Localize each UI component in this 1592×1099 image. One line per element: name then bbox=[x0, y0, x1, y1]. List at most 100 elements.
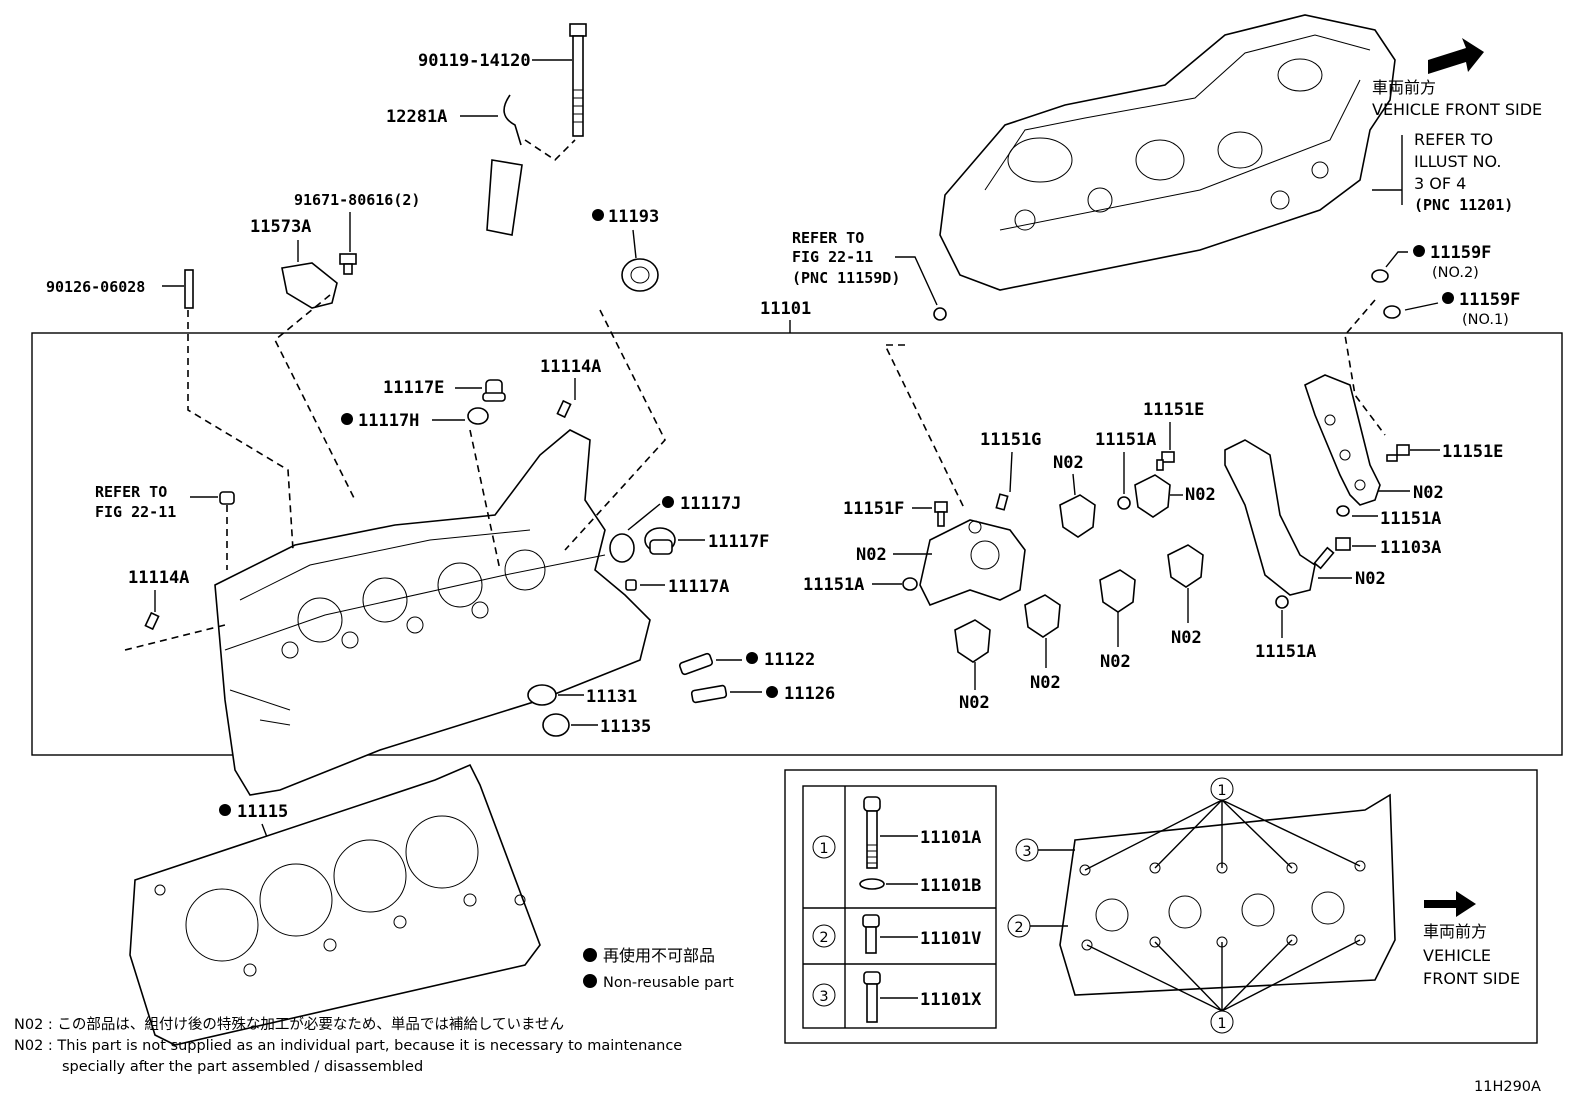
label-11135: 11135 bbox=[600, 717, 651, 737]
label-11151a-housing: 11151A bbox=[803, 575, 864, 595]
front-side-en: VEHICLE FRONT SIDE bbox=[1372, 100, 1542, 119]
guide-11126-icon bbox=[690, 684, 728, 704]
label-11101b: 11101B bbox=[920, 876, 981, 896]
inset-front-arrow-icon bbox=[1424, 891, 1476, 917]
plug-11131-icon bbox=[527, 684, 557, 706]
label-11117h: 11117H bbox=[358, 411, 419, 431]
label-11151e-b: 11151E bbox=[1442, 442, 1503, 462]
label-n02-housing: N02 bbox=[856, 545, 887, 565]
pin-11114a-left-icon bbox=[144, 611, 160, 631]
bolt-11101v-icon bbox=[862, 914, 880, 954]
refer-illust-line3: 3 OF 4 bbox=[1414, 174, 1466, 193]
front-arrow-icon bbox=[1428, 38, 1484, 74]
diagram-id: 11H290A bbox=[1474, 1079, 1541, 1095]
assembly-frame bbox=[31, 332, 1563, 756]
stud-90126-icon bbox=[184, 269, 194, 309]
housing-n02-icon bbox=[919, 519, 1026, 607]
callout-1-top: 1 bbox=[1217, 783, 1226, 799]
bolt-90119-icon bbox=[569, 23, 587, 137]
label-11101: 11101 bbox=[760, 299, 811, 319]
label-11151a-c: 11151A bbox=[1380, 509, 1441, 529]
cylinder-head-icon bbox=[214, 429, 651, 796]
circle-1-icon bbox=[812, 835, 836, 859]
note-en-1: N02 : This part is not supplied as an in… bbox=[14, 1038, 682, 1054]
callout-2: 2 bbox=[1014, 920, 1023, 936]
pin-11151g-icon bbox=[995, 493, 1009, 511]
callout-1-bottom: 1 bbox=[1217, 1016, 1226, 1032]
label-11151a-d: 11151A bbox=[1255, 642, 1316, 662]
bolt-11151e-a-icon bbox=[1156, 451, 1175, 471]
refer-left-line2: FIG 22-11 bbox=[95, 503, 176, 521]
oring-11159d-icon bbox=[933, 307, 947, 321]
cap-n02-icon bbox=[954, 474, 1204, 663]
small-bolt-icon bbox=[339, 253, 357, 275]
bolt-11151e-b-icon bbox=[1386, 444, 1410, 462]
gasket-11117h-icon bbox=[467, 407, 489, 425]
head-gasket-icon bbox=[129, 763, 541, 1046]
housing-left-strip-icon bbox=[1224, 439, 1316, 596]
bolt-11103a-icon bbox=[1313, 537, 1351, 570]
legend-en: Non-reusable part bbox=[603, 975, 734, 991]
plug-11117f-icon bbox=[644, 527, 676, 555]
label-11101x: 11101X bbox=[920, 990, 982, 1010]
refer-fig-line1: REFER TO bbox=[792, 229, 864, 247]
label-11101v: 11101V bbox=[920, 929, 981, 949]
label-11126: 11126 bbox=[784, 684, 835, 704]
refer-fig-line3: (PNC 11159D) bbox=[792, 269, 900, 287]
hose-12281a-icon bbox=[486, 94, 523, 236]
bolt-11151f-icon bbox=[934, 501, 948, 527]
plug-11117e-icon bbox=[482, 379, 506, 402]
pin-11151a-b-icon bbox=[1117, 496, 1131, 510]
bolt-11101a-icon bbox=[863, 796, 881, 869]
label-n02-cap2: N02 bbox=[1185, 485, 1216, 505]
callout-3: 3 bbox=[1022, 844, 1031, 860]
label-11117j: 11117J bbox=[680, 494, 741, 514]
label-11159f-no1: 11159F bbox=[1459, 290, 1520, 310]
guide-11122-icon bbox=[678, 652, 714, 676]
label-11117f: 11117F bbox=[708, 532, 769, 552]
oring-11159f-no2-icon bbox=[1371, 269, 1389, 283]
inset-front-en-2: FRONT SIDE bbox=[1423, 969, 1520, 988]
head-top-view-icon bbox=[1059, 793, 1396, 996]
label-11117a: 11117A bbox=[668, 577, 729, 597]
circle-2-icon bbox=[812, 924, 836, 948]
seal-11135-icon bbox=[542, 713, 570, 737]
label-n02-cap6: N02 bbox=[1171, 628, 1202, 648]
oring-11159f-no1-icon bbox=[1383, 305, 1401, 319]
label-no1: (NO.1) bbox=[1462, 312, 1509, 328]
row3-number: 3 bbox=[819, 989, 828, 1005]
pin-11151a-a-icon bbox=[902, 577, 918, 591]
inset-front-jp: 車両前方 bbox=[1423, 922, 1487, 941]
label-11151f: 11151F bbox=[843, 499, 904, 519]
circle-3-icon bbox=[812, 983, 836, 1007]
label-n02-cap3: N02 bbox=[959, 693, 990, 713]
pin-11151a-d-icon bbox=[1275, 595, 1289, 609]
label-91671-80616: 91671-80616(2) bbox=[294, 191, 420, 209]
washer-11101b-icon bbox=[859, 878, 885, 890]
label-11159f-no2: 11159F bbox=[1430, 243, 1491, 263]
refer-illust-line4: (PNC 11201) bbox=[1414, 196, 1513, 214]
note-en-2: specially after the part assembled / dis… bbox=[62, 1059, 423, 1075]
refer-fig-line2: FIG 22-11 bbox=[792, 248, 873, 266]
bolt-11101x-icon bbox=[863, 971, 881, 1023]
inset-front-en-1: VEHICLE bbox=[1423, 946, 1491, 965]
label-n02-right: N02 bbox=[1413, 483, 1444, 503]
label-11114a-left: 11114A bbox=[128, 568, 189, 588]
label-n02-cap1: N02 bbox=[1053, 453, 1084, 473]
legend-jp: 再使用不可部品 bbox=[603, 946, 715, 965]
label-n02-cap5: N02 bbox=[1100, 652, 1131, 672]
bolt-table bbox=[802, 785, 997, 1029]
housing-right-icon bbox=[1304, 374, 1381, 506]
label-11115: 11115 bbox=[237, 802, 288, 822]
plug-refer-icon bbox=[219, 491, 235, 505]
pin-11151a-c-icon bbox=[1336, 505, 1350, 517]
head-cover-icon bbox=[939, 14, 1396, 291]
inset-frame bbox=[784, 769, 1538, 1044]
label-11122: 11122 bbox=[764, 650, 815, 670]
label-11151e-a: 11151E bbox=[1143, 400, 1204, 420]
front-side-jp: 車両前方 bbox=[1372, 78, 1436, 97]
seal-11193-icon bbox=[621, 258, 659, 292]
label-11103a: 11103A bbox=[1380, 538, 1441, 558]
row2-number: 2 bbox=[819, 930, 828, 946]
